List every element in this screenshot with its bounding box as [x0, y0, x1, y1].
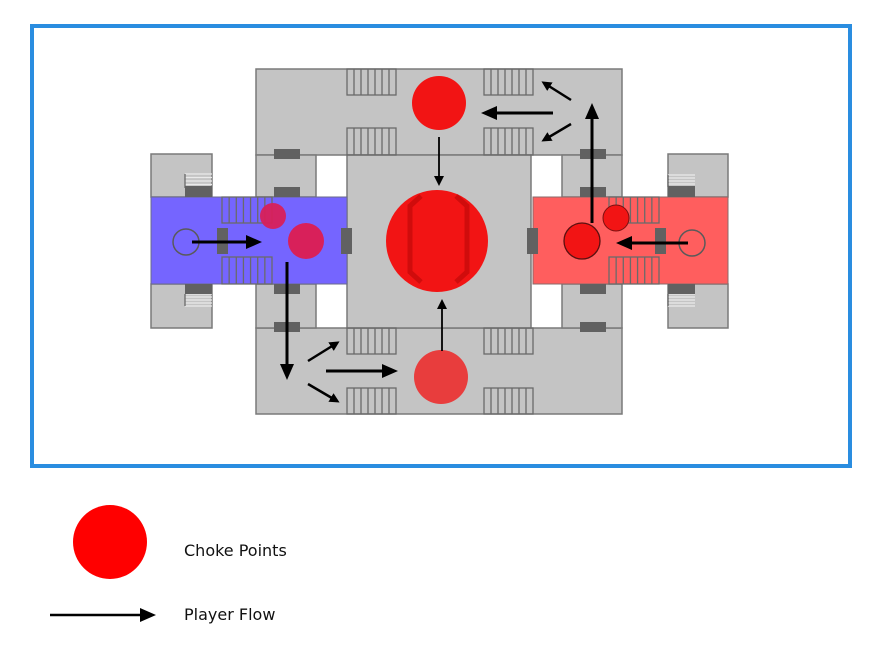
stairs-blue-lower-room [184, 293, 212, 307]
door-4 [274, 149, 300, 159]
door-5 [274, 187, 300, 197]
stairs-top-left-upper [346, 68, 397, 96]
door-10 [580, 284, 606, 294]
stairs-red-upper [608, 196, 660, 224]
stairs-top-right-upper [483, 68, 534, 96]
choke-blue-small [260, 203, 286, 229]
stairs-blue-lower [221, 256, 273, 285]
door-15 [655, 228, 666, 254]
choke-red-large [563, 222, 601, 260]
door-3 [668, 284, 695, 294]
flow-arrow-top-up [541, 81, 572, 102]
door-14 [527, 228, 538, 254]
stairs-bottom-right-upper [483, 327, 534, 355]
stairs [184, 68, 695, 415]
stairs-bottom-right-lower [483, 387, 534, 415]
choke-center [386, 190, 488, 292]
choke-red-small [602, 204, 630, 232]
legend-player-flow-label: Player Flow [184, 605, 276, 624]
legend-choke-points-label: Choke Points [184, 541, 287, 560]
stairs-bottom-left-upper [346, 327, 397, 355]
flow-arrow-top-down [541, 122, 572, 142]
choke-bottom-hall [414, 350, 468, 404]
player-flow-arrows [192, 81, 688, 403]
choke-top-hall [412, 76, 466, 130]
choke-blue-large [288, 223, 324, 259]
door-2 [668, 186, 695, 197]
door-13 [341, 228, 352, 254]
stairs-bottom-left-lower [346, 387, 397, 415]
door-11 [580, 322, 606, 332]
stairs-top-left-lower [346, 127, 397, 156]
stairs-red-lower [608, 256, 660, 285]
flow-arrow-bottom-up [307, 341, 340, 363]
flow-arrow-bottom-down [307, 382, 340, 403]
door-1 [185, 284, 212, 294]
legend-choke-point-icon [73, 505, 147, 579]
stairs-top-right-lower [483, 127, 534, 156]
door-0 [185, 186, 212, 197]
